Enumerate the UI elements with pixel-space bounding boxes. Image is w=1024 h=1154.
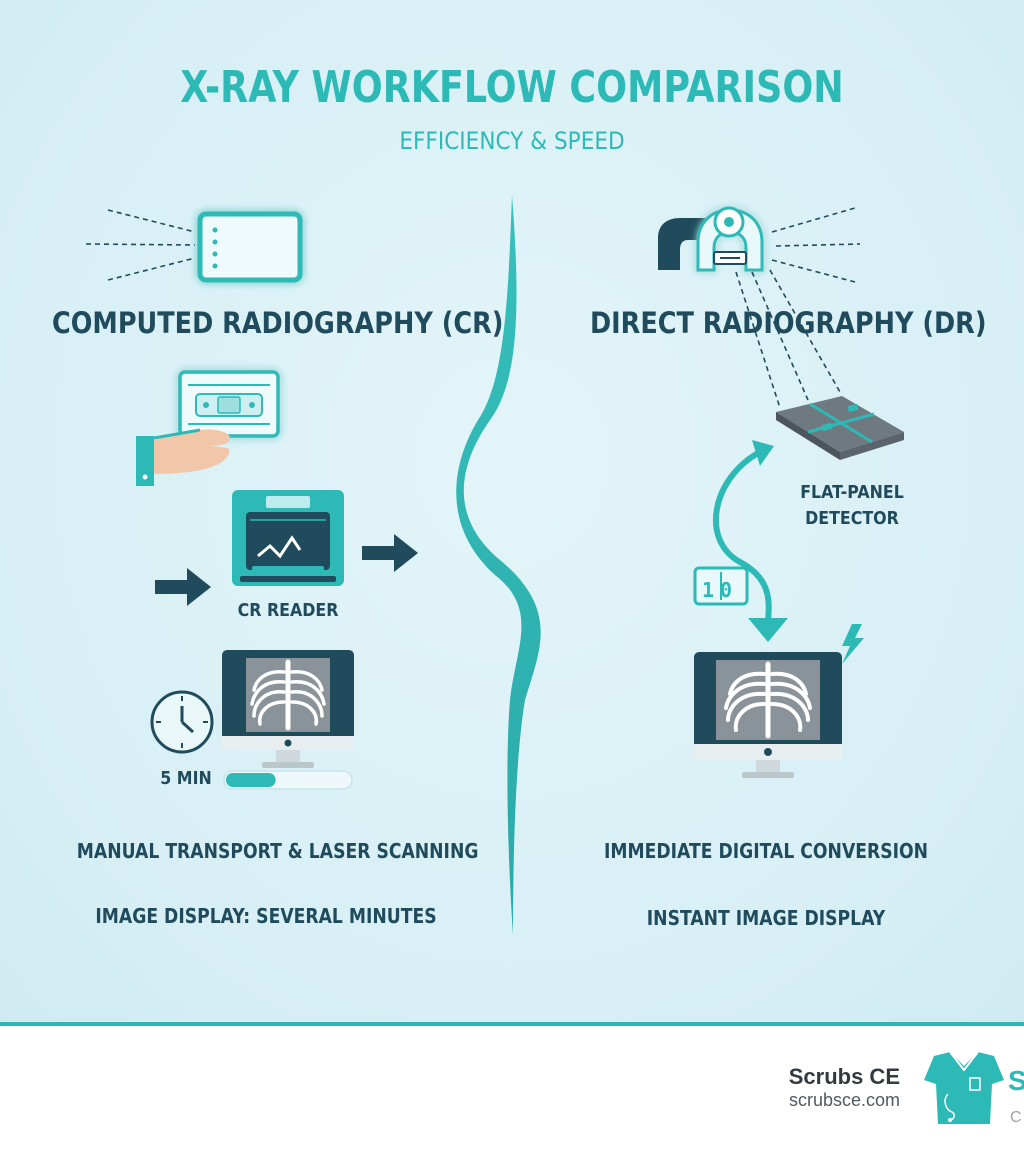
- diagram-graphics: 10: [85, 195, 904, 935]
- time-label: 5 MIN: [160, 768, 212, 789]
- divider-wave: [456, 195, 541, 935]
- brand-url: scrubsce.com: [788, 1090, 900, 1110]
- clock-icon: [150, 690, 214, 754]
- page-subtitle: EFFICIENCY & SPEED: [399, 127, 625, 155]
- arrow-out-of-reader: [362, 534, 418, 572]
- brand-name: Scrubs CE: [788, 1064, 900, 1089]
- scrubs-logo-icon: S C: [924, 1051, 1024, 1126]
- dr-heading: DIRECT RADIOGRAPHY (DR): [590, 306, 987, 340]
- binary-label: 10: [702, 578, 738, 602]
- arrow-into-reader: [155, 568, 211, 606]
- cr-heading: COMPUTED RADIOGRAPHY (CR): [52, 306, 504, 340]
- binary-data-icon: [693, 566, 749, 606]
- detector-label-line-1: FLAT-PANEL: [800, 482, 904, 503]
- footer-divider: [0, 1022, 1024, 1026]
- flat-panel-detector-icon: [776, 396, 904, 460]
- cr-reader-label: CR READER: [237, 600, 339, 621]
- dr-caption-conversion: IMMEDIATE DIGITAL CONVERSION: [603, 839, 929, 863]
- svg-text:C: C: [1010, 1109, 1022, 1126]
- svg-text:S: S: [1008, 1065, 1024, 1096]
- cr-reader-icon: [232, 490, 344, 586]
- cassette-icon: [178, 370, 280, 438]
- workflow-arrow: [713, 440, 788, 642]
- lightning-icon: [842, 624, 864, 664]
- imaging-plate-icon: [197, 211, 303, 283]
- xray-beam-lines-dr: [735, 207, 861, 409]
- cr-caption-display: IMAGE DISPLAY: SEVERAL MINUTES: [95, 904, 437, 928]
- hand-icon: [136, 428, 230, 486]
- progress-fill: [226, 773, 276, 787]
- dr-caption-display: INSTANT IMAGE DISPLAY: [646, 906, 886, 930]
- detector-label-line-2: DETECTOR: [805, 508, 899, 529]
- cr-caption-transport: MANUAL TRANSPORT & LASER SCANNING: [76, 839, 479, 863]
- progress-bar: [223, 770, 353, 790]
- xray-tube-icon: [658, 206, 764, 272]
- page-title: X-RAY WORKFLOW COMPARISON: [180, 62, 844, 113]
- cr-chest-xray: [250, 659, 326, 731]
- xray-beam-lines-cr: [85, 209, 196, 281]
- dr-chest-xray: [724, 661, 812, 739]
- footer: [0, 1026, 1024, 1154]
